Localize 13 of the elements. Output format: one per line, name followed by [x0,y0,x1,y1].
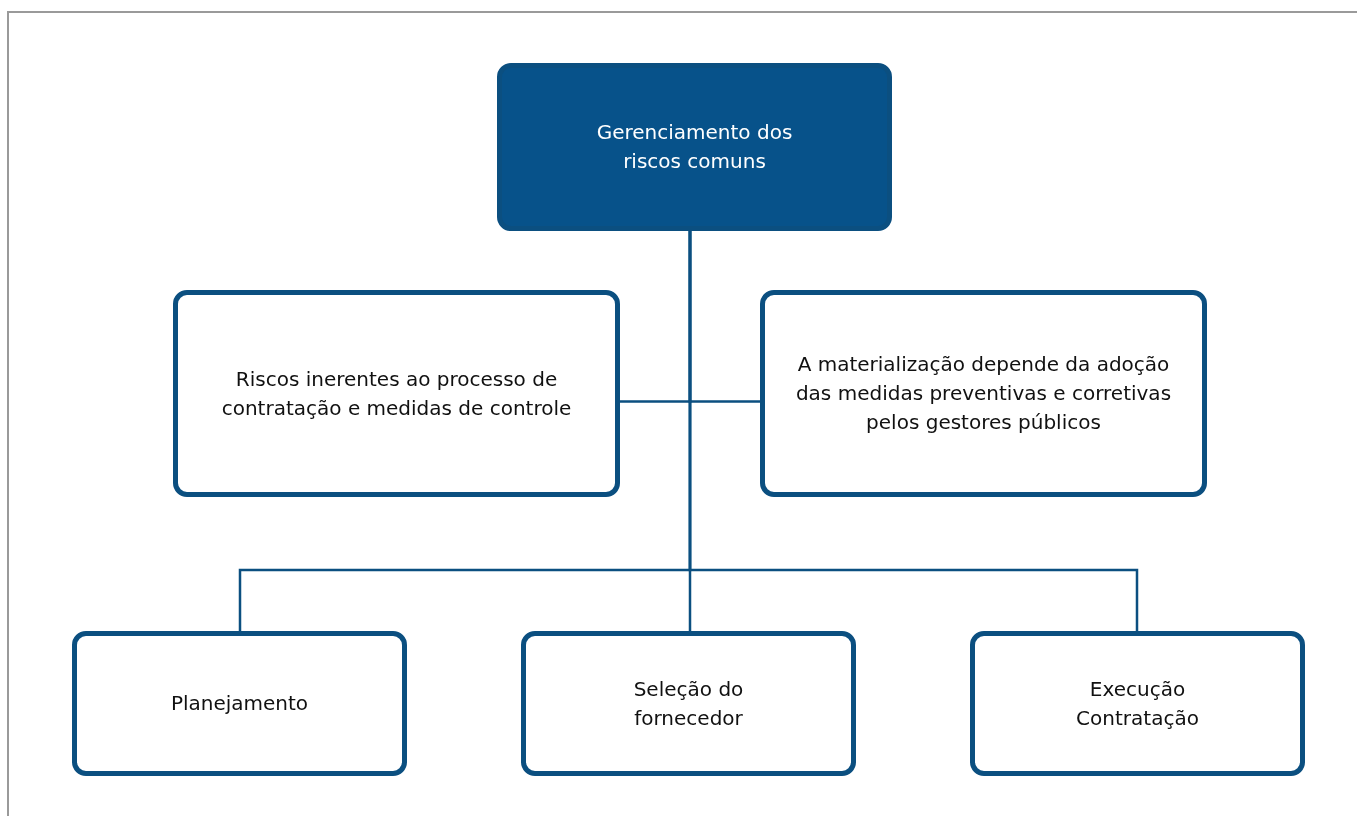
connector-line [688,231,1139,631]
box-text: Seleção do fornecedor [632,675,745,732]
topic-box [521,631,856,776]
box-text: Execução Contratação [1075,675,1200,732]
box-text: Gerenciamento dos riscos comuns [595,119,794,175]
topic-box [173,290,620,497]
topic-box [970,631,1305,776]
topic-box [760,290,1207,497]
box-text: Riscos inerentes ao processo de contratação e medidas de controle [220,365,573,422]
box-text: A materialização depende da adoção das medidas preventivas e corretivas pelos gestores públicos [794,351,1173,436]
box-text: Planejamento [170,690,309,717]
topic-box [72,631,407,776]
title-box [497,63,892,231]
